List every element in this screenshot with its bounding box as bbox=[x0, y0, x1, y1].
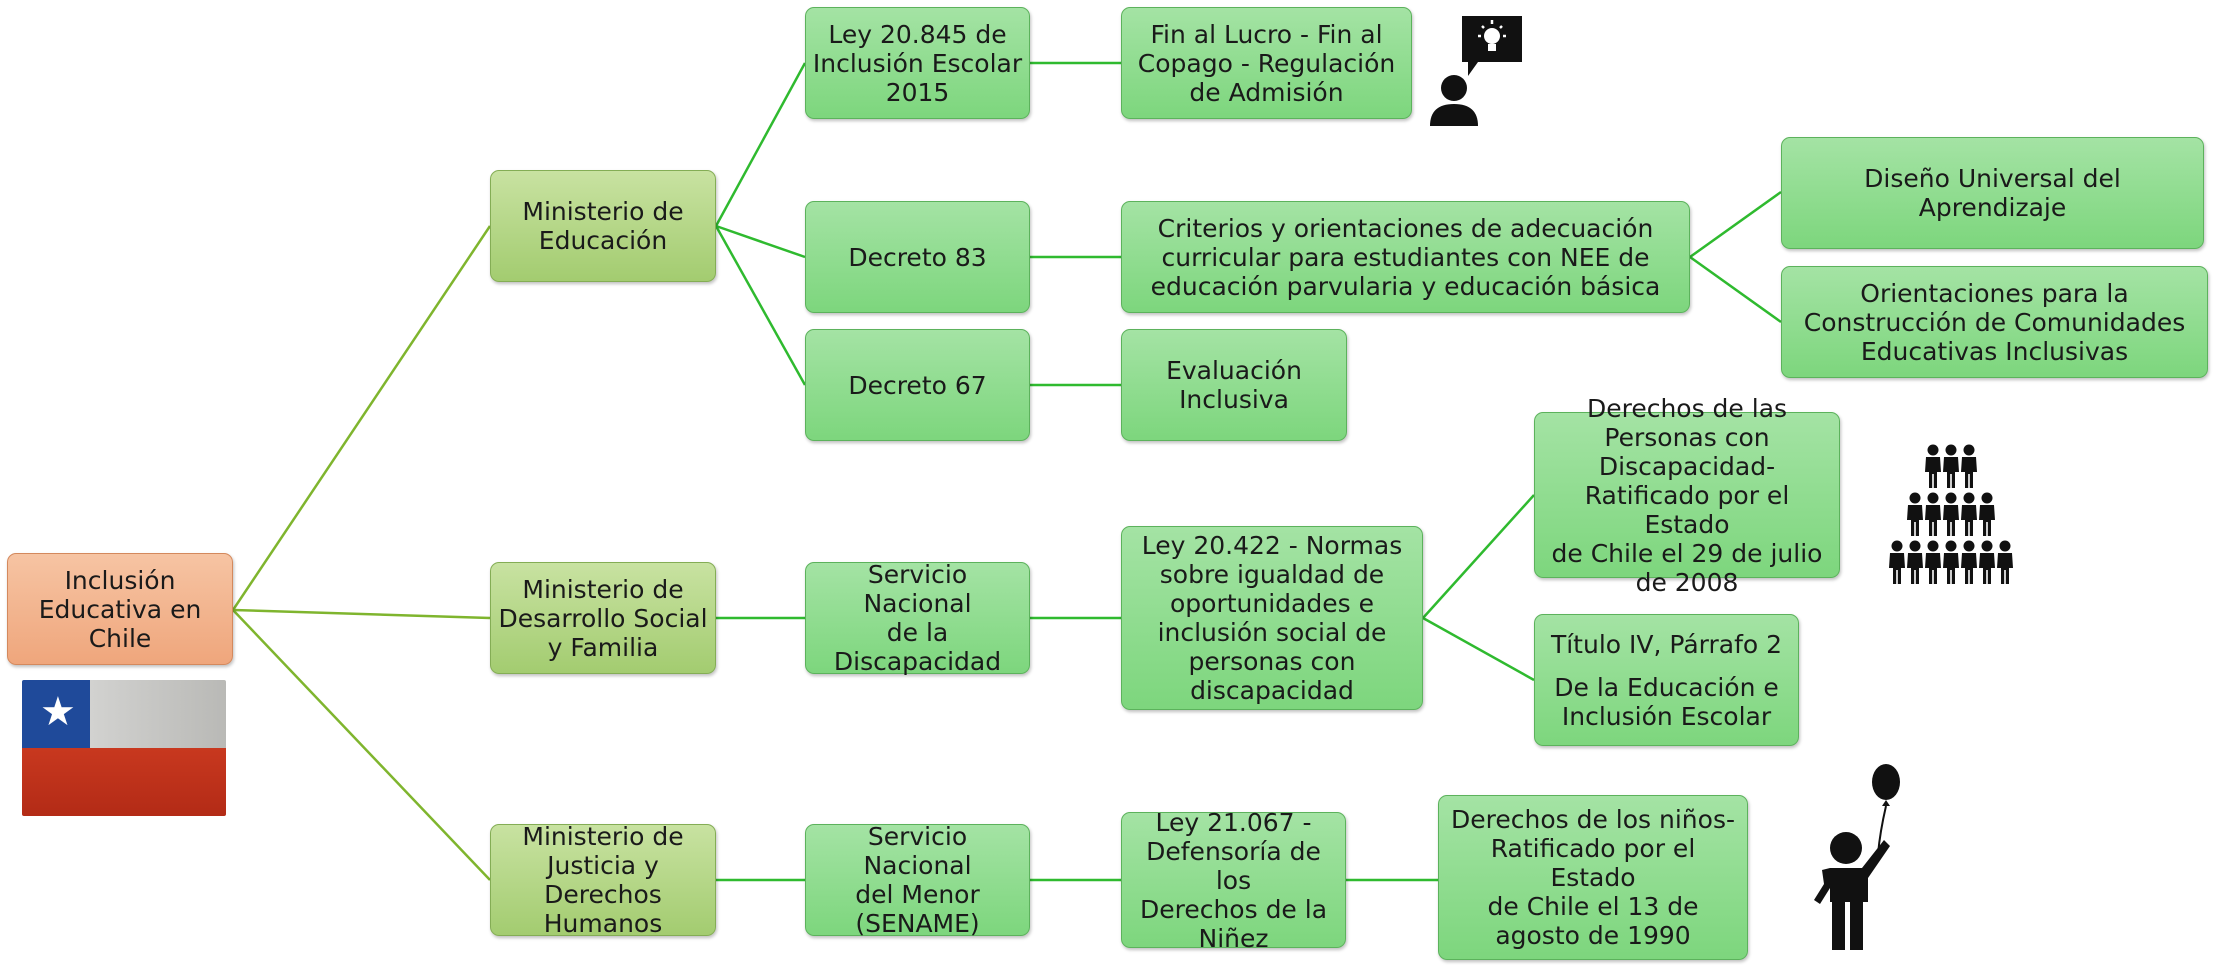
sename-node: Servicio Nacional del Menor (SENAME) bbox=[805, 822, 1030, 938]
ministry-education-node: Ministerio de Educación bbox=[490, 170, 716, 282]
link-education-decreto67 bbox=[714, 225, 807, 386]
derechos-discapacidad-node: Derechos de las Personas con Discapacida… bbox=[1534, 394, 1840, 597]
person-figure bbox=[1925, 444, 1941, 488]
decreto-67-node: Decreto 67 bbox=[805, 329, 1030, 441]
person-figure bbox=[1979, 492, 1995, 536]
titulo-iv-node: Título IV, Párrafo 2 De la Educación e I… bbox=[1534, 614, 1799, 746]
idea-person-icon bbox=[1430, 16, 1522, 126]
evaluacion-inclusiva-node: Evaluación Inclusiva bbox=[1121, 329, 1347, 441]
fin-lucro-node: Fin al Lucro - Fin al Copago - Regulació… bbox=[1121, 7, 1412, 119]
ministry-justice-node: Ministerio de Justicia y Derechos Humano… bbox=[490, 822, 716, 938]
person-figure bbox=[1907, 492, 1923, 536]
person-figure bbox=[1979, 540, 1995, 584]
derechos-ninos-node: Derechos de los niños- Ratificado por el… bbox=[1438, 795, 1748, 960]
ley-20845-node: Ley 20.845 de Inclusión Escolar 2015 bbox=[805, 7, 1030, 119]
child-balloon-icon bbox=[1814, 764, 1900, 950]
link-root-education bbox=[231, 225, 492, 611]
person-figure bbox=[1907, 540, 1923, 584]
person-figure bbox=[1997, 540, 2013, 584]
flag-star-icon: ★ bbox=[40, 689, 76, 735]
link-root-social bbox=[232, 608, 491, 620]
flag-white-stripe bbox=[90, 680, 226, 748]
person-figure bbox=[1889, 540, 1905, 584]
criterios-node: Criterios y orientaciones de adecuación … bbox=[1121, 201, 1690, 313]
person-figure bbox=[1961, 540, 1977, 584]
decreto-83-node: Decreto 83 bbox=[805, 201, 1030, 313]
titulo-iv-heading: Título IV, Párrafo 2 bbox=[1550, 629, 1783, 659]
link-criterios-diseno bbox=[1689, 190, 1782, 259]
link-root-justice bbox=[232, 609, 491, 881]
people-group-icon bbox=[1889, 444, 2013, 584]
person-figure bbox=[1925, 540, 1941, 584]
root-node-inclusion-educativa: Inclusión Educativa en Chile bbox=[7, 553, 233, 665]
link-education-ley20845 bbox=[714, 62, 807, 227]
person-figure bbox=[1943, 492, 1959, 536]
titulo-iv-subtitle: De la Educación e Inclusión Escolar bbox=[1554, 672, 1779, 731]
person-figure bbox=[1961, 444, 1977, 488]
person-figure bbox=[1943, 540, 1959, 584]
link-ley20422-tituloiv bbox=[1422, 616, 1535, 682]
senadis-node: Servicio Nacional de la Discapacidad bbox=[805, 560, 1030, 676]
ley-21067-node: Ley 21.067 - Defensoría de los Derechos … bbox=[1121, 808, 1346, 953]
diseno-universal-node: Diseño Universal del Aprendizaje bbox=[1781, 137, 2204, 249]
ministry-social-node: Ministerio de Desarrollo Social y Famili… bbox=[490, 562, 716, 674]
orientaciones-node: Orientaciones para la Construcción de Co… bbox=[1781, 266, 2208, 378]
chile-flag-icon: ★ bbox=[22, 680, 226, 816]
flag-red-stripe bbox=[22, 748, 226, 816]
person-figure bbox=[1961, 492, 1977, 536]
link-criterios-orientaciones bbox=[1689, 255, 1782, 324]
link-education-decreto83 bbox=[715, 224, 806, 259]
person-figure bbox=[1943, 444, 1959, 488]
person-figure bbox=[1925, 492, 1941, 536]
ley-20422-node: Ley 20.422 - Normas sobre igualdad de op… bbox=[1121, 526, 1423, 710]
flag-blue-canton bbox=[22, 680, 90, 748]
link-ley20422-derechos bbox=[1422, 494, 1535, 619]
